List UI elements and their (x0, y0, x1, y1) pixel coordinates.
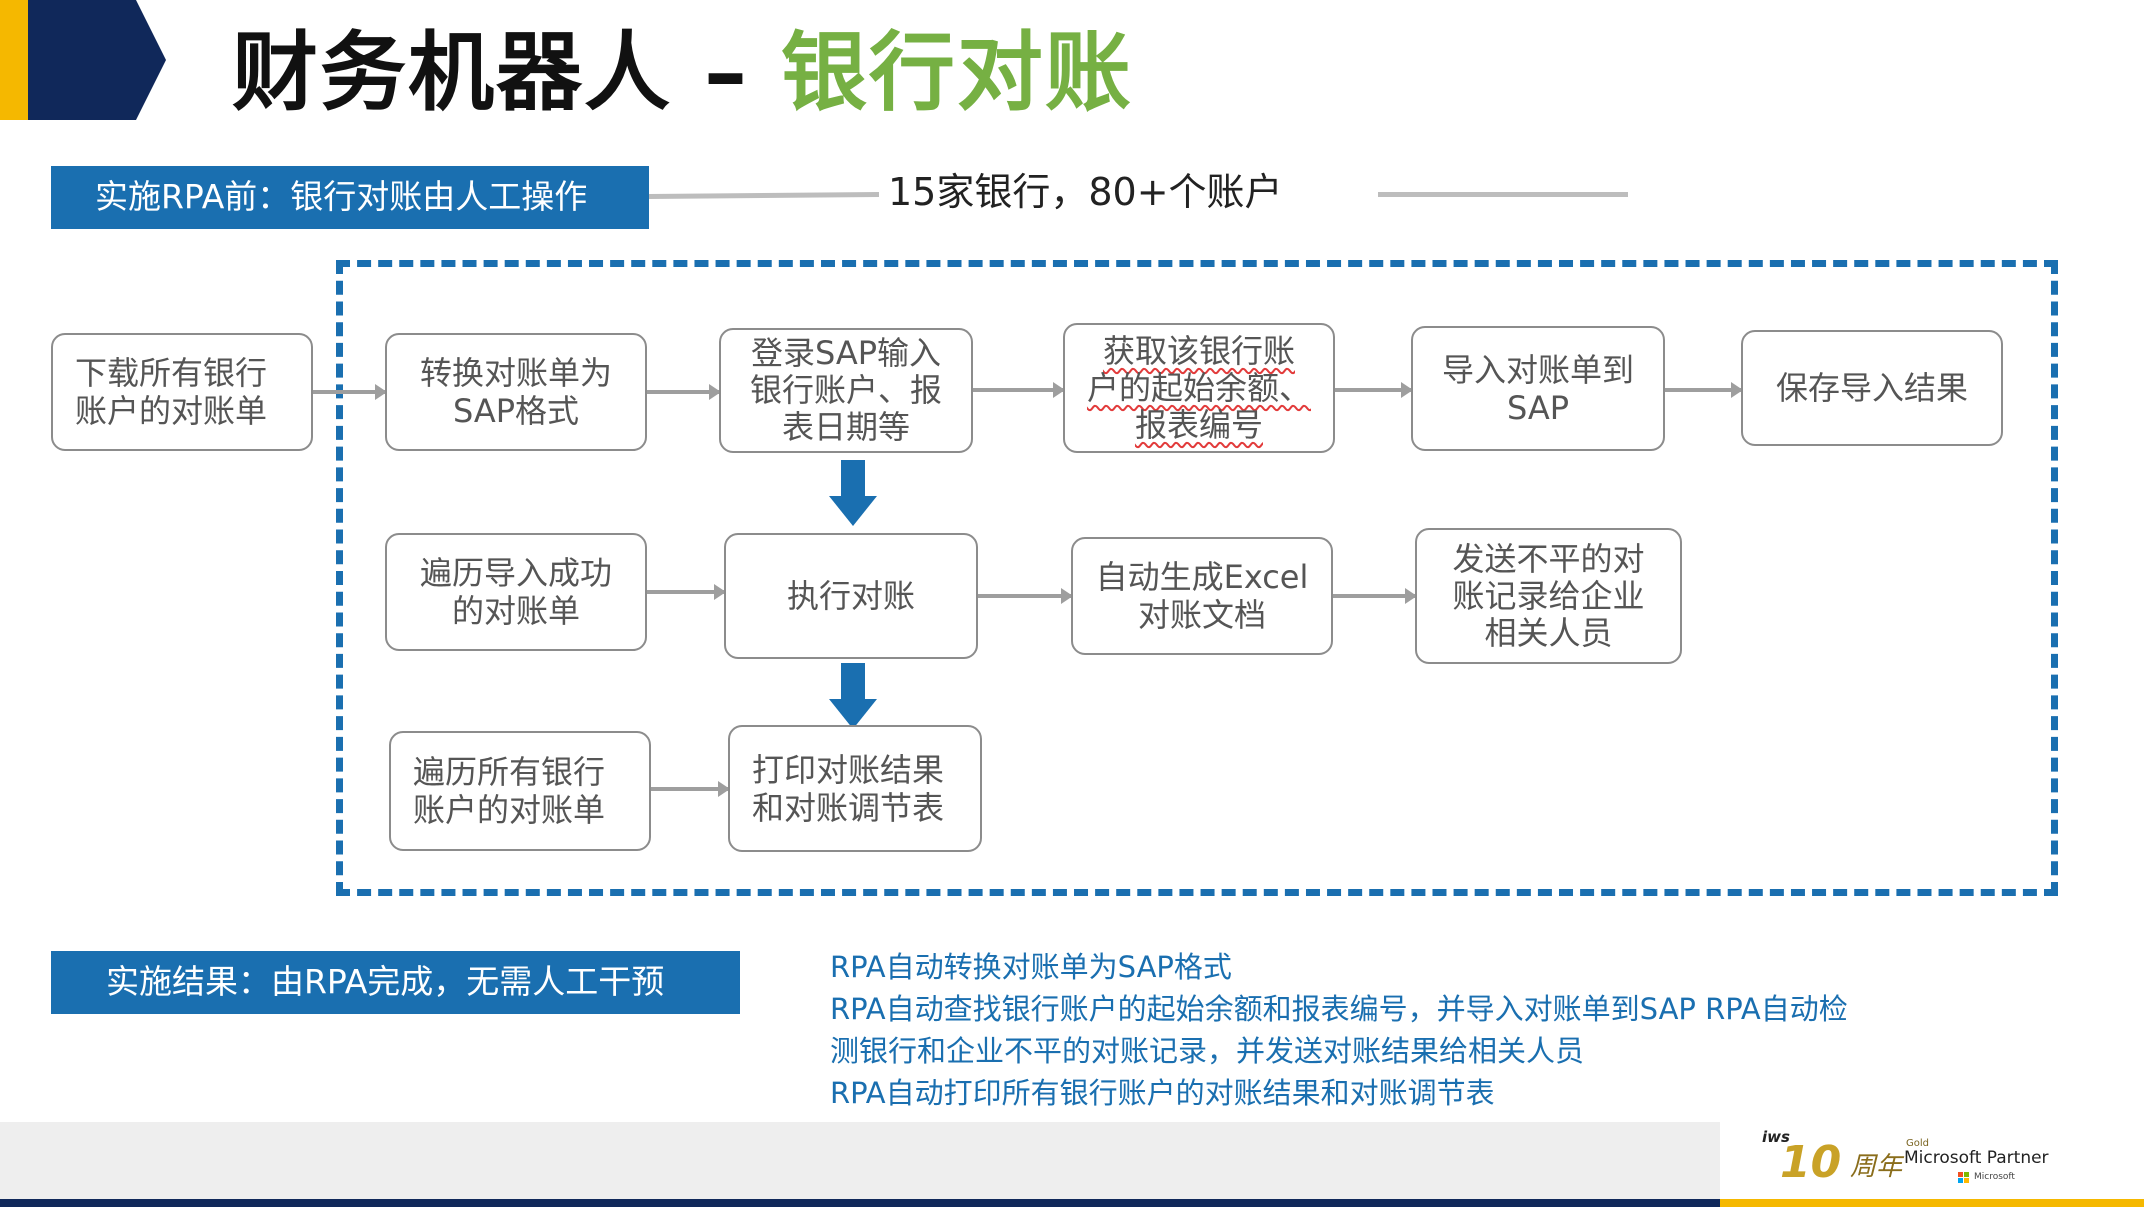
partner-logo: iws 10 周年 Gold Microsoft Partner Microso… (1758, 1124, 2058, 1194)
arrow-fetch-to-import (1335, 382, 1413, 398)
down-arrow-reconcile-to-print (829, 663, 877, 729)
step-fetch-balance: 获取该银行账 户的起始余额、 报表编号 (1063, 323, 1335, 453)
arrow-convert-to-login (647, 384, 721, 400)
down-arrow-login-to-reconcile (829, 460, 877, 526)
arrow-download-to-convert (313, 384, 387, 400)
result-line-1: RPA自动转换对账单为SAP格式 (830, 950, 1232, 984)
step-generate-excel: 自动生成Excel 对账文档 (1071, 537, 1333, 655)
gold-label: Gold (1906, 1138, 1929, 1149)
result-description: RPA自动转换对账单为SAP格式 RPA自动查找银行账户的起始余额和报表编号，并… (830, 946, 1848, 1114)
step-import-to-sap: 导入对账单到 SAP (1411, 326, 1665, 451)
title-part-1: 财务机器人 – (232, 23, 781, 123)
step-save-text: 保存导入结果 (1775, 369, 1968, 407)
step-iterate-all-accounts: 遍历所有银行 账户的对账单 (389, 731, 651, 851)
step-login-text: 登录SAP输入 银行账户、报 表日期等 (749, 334, 942, 446)
rpa-scope-frame (336, 260, 2058, 896)
header-navy-chevron (28, 0, 166, 120)
step-excel-text: 自动生成Excel 对账文档 (1095, 558, 1309, 634)
arrow-import-to-save (1665, 382, 1743, 398)
step-print-results: 打印对账结果 和对账调节表 (728, 725, 982, 852)
step-fetch-text: 获取该银行账 户的起始余额、 报表编号 (1086, 331, 1311, 444)
summary-line-left (648, 191, 880, 200)
before-rpa-label: 实施RPA前：银行对账由人工操作 (51, 166, 649, 229)
footer-yellow-stripe (1720, 1199, 2144, 1207)
arrow-excel-to-send (1333, 588, 1417, 604)
title-part-2: 银行对账 (780, 23, 1133, 123)
result-line-2: RPA自动查找银行账户的起始余额和报表编号，并导入对账单到SAP RPA自动检 (830, 992, 1848, 1026)
microsoft-small-text: Microsoft (1974, 1172, 2015, 1182)
result-line-3: 测银行和企业不平的对账记录，并发送对账结果给相关人员 (830, 1034, 1585, 1068)
step-send-text: 发送不平的对 账记录给企业 相关人员 (1452, 539, 1645, 652)
step-iterate-all-text: 遍历所有银行 账户的对账单 (413, 753, 606, 829)
arrow-reconcile-to-excel (978, 588, 1073, 604)
step-print-text: 打印对账结果 和对账调节表 (752, 750, 945, 827)
step-download-text: 下载所有银行 账户的对账单 (75, 354, 268, 430)
footer-navy-stripe (0, 1199, 1720, 1207)
step-download-statements: 下载所有银行 账户的对账单 (51, 333, 313, 451)
microsoft-partner-text: Microsoft Partner (1904, 1148, 2049, 1168)
step-reconcile: 执行对账 (724, 533, 978, 659)
step-send-mismatch: 发送不平的对 账记录给企业 相关人员 (1415, 528, 1682, 664)
arrow-iterate-to-print (651, 781, 730, 797)
summary-text: 15家银行，80+个账户 (888, 170, 1283, 214)
arrow-iterate-to-reconcile (647, 584, 726, 600)
anniversary-script: 周年 (1850, 1152, 1903, 1182)
result-label: 实施结果：由RPA完成，无需人工干预 (51, 951, 740, 1014)
summary-line-right (1378, 192, 1628, 197)
microsoft-logo-icon (1958, 1172, 1970, 1184)
step-iterate-imported-text: 遍历导入成功 的对账单 (419, 554, 612, 630)
step-reconcile-text: 执行对账 (786, 577, 915, 615)
arrow-login-to-fetch (973, 382, 1065, 398)
step-convert-text: 转换对账单为 SAP格式 (419, 354, 612, 430)
footer-band (0, 1122, 1720, 1199)
step-import-text: 导入对账单到 SAP (1441, 350, 1634, 427)
result-line-4: RPA自动打印所有银行账户的对账结果和对账调节表 (830, 1076, 1495, 1110)
step-convert-to-sap: 转换对账单为 SAP格式 (385, 333, 647, 451)
step-iterate-imported: 遍历导入成功 的对账单 (385, 533, 647, 651)
step-save-result: 保存导入结果 (1741, 330, 2003, 446)
iws-logo-text: iws (1762, 1128, 1790, 1146)
anniversary-number: 10 (1780, 1137, 1842, 1188)
step-login-sap: 登录SAP输入 银行账户、报 表日期等 (719, 328, 973, 453)
page-title: 财务机器人 – 银行对账 (232, 18, 1133, 128)
header-yellow-accent (0, 0, 28, 120)
